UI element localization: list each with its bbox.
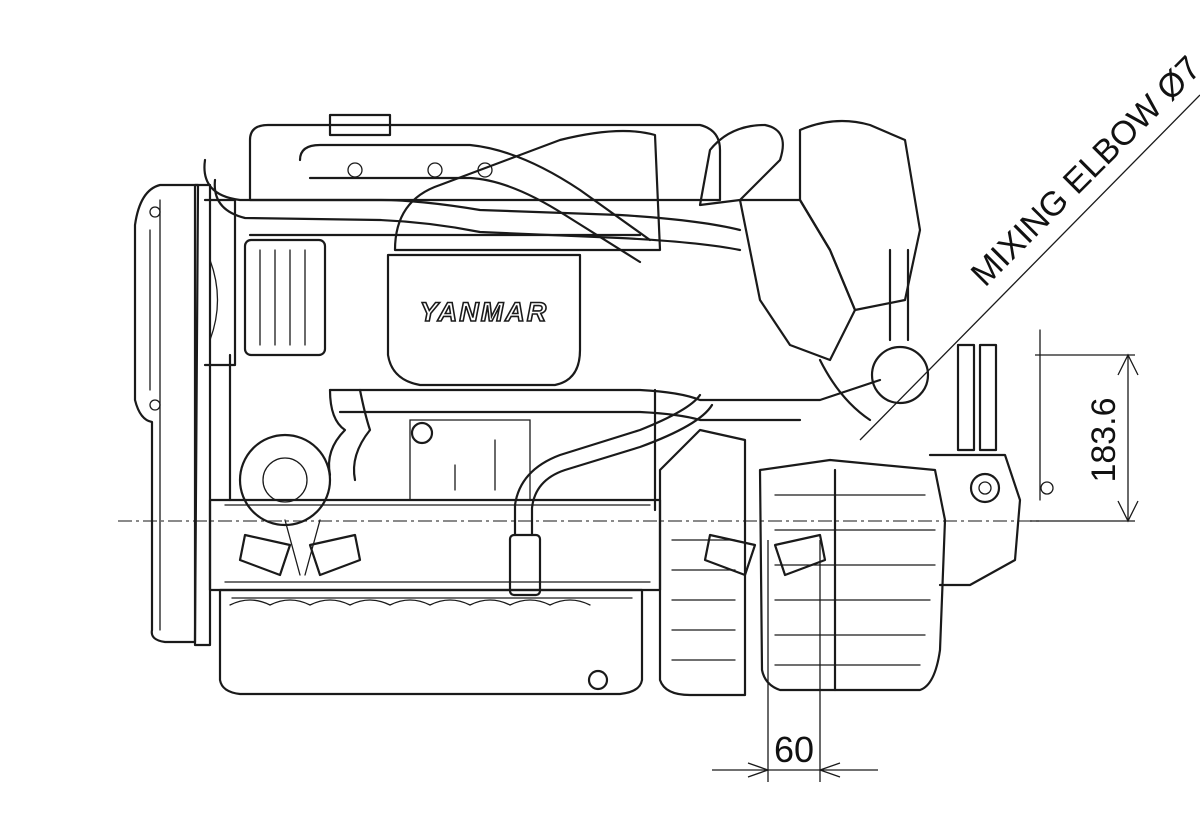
mixing-elbow-label: MIXING ELBOW Ø7 xyxy=(964,49,1200,294)
alternator xyxy=(238,238,332,527)
dipstick-tube xyxy=(508,393,714,597)
intake-pipe xyxy=(203,143,742,264)
offset-dimension-value: 60 xyxy=(774,729,814,770)
rear-engine-mount xyxy=(703,533,827,577)
engine-block xyxy=(208,353,662,592)
oil-pan xyxy=(218,588,644,696)
marine-gearbox xyxy=(758,343,1022,692)
front-pulley-assembly xyxy=(133,183,237,647)
offset-dimension xyxy=(712,540,878,782)
yanmar-logo-panel: YANMAR xyxy=(386,253,582,387)
height-dimension-value: 183.6 xyxy=(1085,397,1123,482)
mixing-elbow-leader xyxy=(859,94,1200,441)
height-dimension xyxy=(1030,329,1139,523)
bell-housing xyxy=(658,428,747,697)
front-engine-mount xyxy=(238,519,362,577)
exhaust-manifold xyxy=(698,119,930,422)
yanmar-logo-text: YANMAR xyxy=(420,297,549,327)
cylinder-head xyxy=(248,113,722,252)
